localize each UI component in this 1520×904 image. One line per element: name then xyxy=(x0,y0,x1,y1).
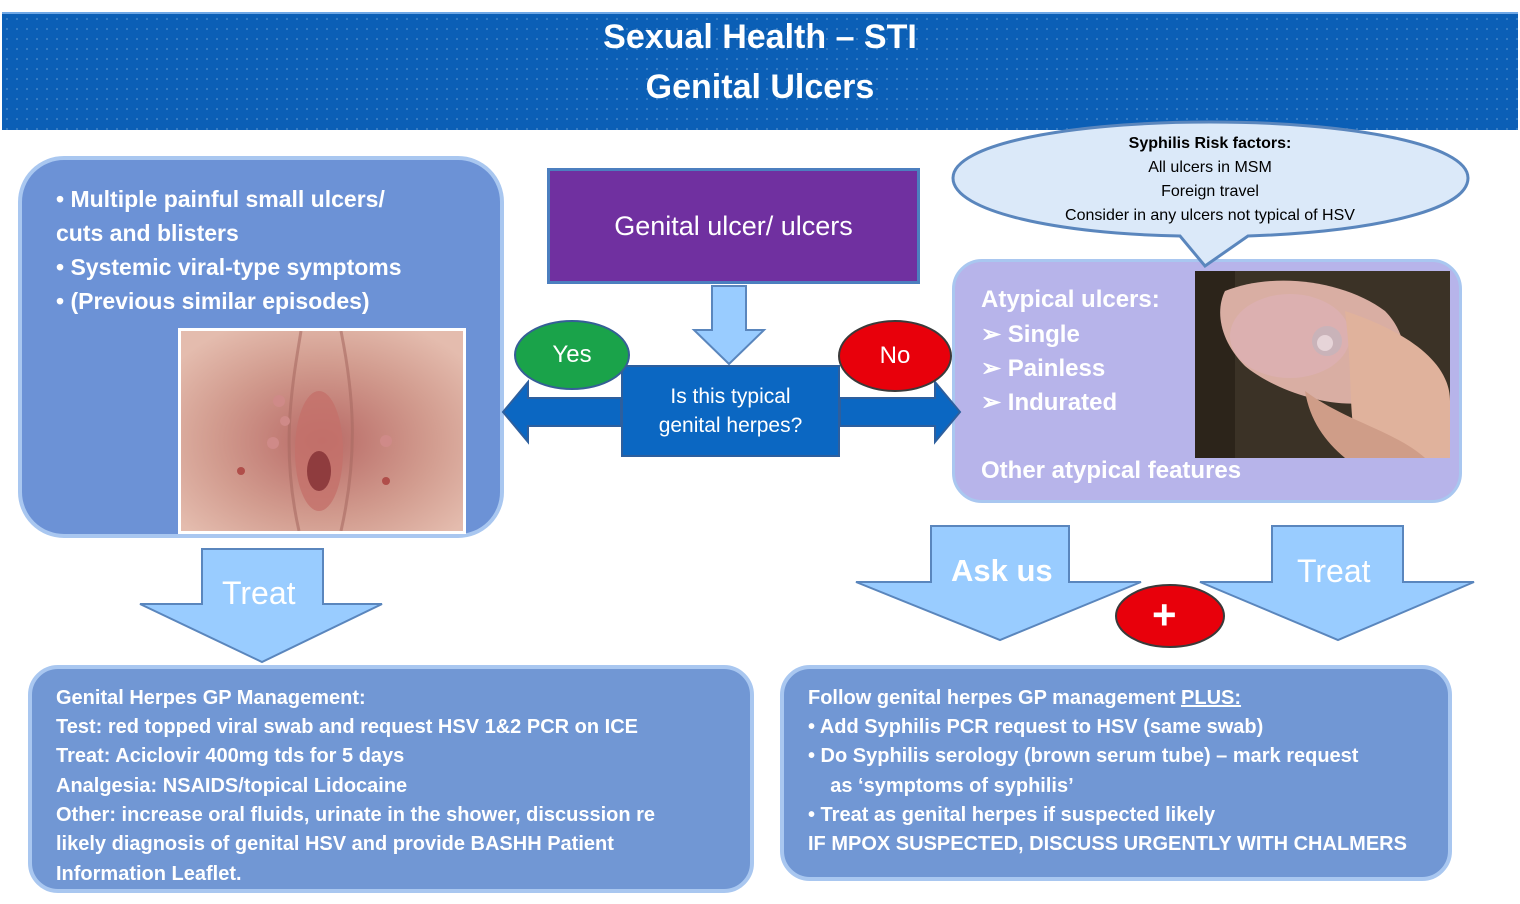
syphilis-management-box: Follow genital herpes GP management PLUS… xyxy=(780,665,1452,881)
risk-factors-title: Syphilis Risk factors: xyxy=(1128,135,1292,152)
treat-arrow-left xyxy=(139,548,383,664)
management-line: Analgesia: NSAIDS/topical Lidocaine xyxy=(56,775,408,797)
treat-arrow-right xyxy=(1199,525,1475,642)
chancre-clinical-photo xyxy=(1195,271,1450,458)
management-intro: Follow genital herpes GP management xyxy=(808,687,1182,709)
right-arrow-icon xyxy=(839,379,962,445)
management-line: • Treat as genital herpes if suspected l… xyxy=(808,804,1216,826)
ask-us-arrow xyxy=(855,525,1142,642)
left-arrow-icon xyxy=(501,379,622,445)
arrow-bullet-icon: ➢ xyxy=(981,321,1002,348)
treat-label-right: Treat xyxy=(1297,553,1371,589)
yes-oval: Yes xyxy=(514,320,630,390)
management-line: likely diagnosis of genital HSV and prov… xyxy=(56,833,614,855)
management-heading: Follow genital herpes GP management PLUS… xyxy=(808,687,1241,710)
symptom-item: • Multiple painful small ulcers/ xyxy=(56,186,385,212)
atypical-item: ➢ Single xyxy=(981,320,1080,349)
risk-factor-item: All ulcers in MSM xyxy=(1148,159,1272,176)
atypical-item-label: Painless xyxy=(1007,355,1106,382)
arrow-bullet-icon: ➢ xyxy=(981,389,1002,416)
management-line: Treat: Aciclovir 400mg tds for 5 days xyxy=(56,745,405,767)
no-oval: No xyxy=(838,320,952,392)
symptom-item: • Systemic viral-type symptoms xyxy=(56,254,402,280)
management-line: • Do Syphilis serology (brown serum tube… xyxy=(808,745,1359,767)
question-line: Is this typical xyxy=(670,385,791,408)
risk-factor-item: Foreign travel xyxy=(1161,183,1259,200)
question-line: genital herpes? xyxy=(658,414,803,437)
management-line: Information Leaflet. xyxy=(56,863,242,885)
herpes-management-box: Genital Herpes GP Management: Test: red … xyxy=(28,665,754,893)
atypical-item-label: Indurated xyxy=(1007,389,1118,416)
management-line: as ‘symptoms of syphilis’ xyxy=(808,775,1074,797)
management-heading: Genital Herpes GP Management: xyxy=(56,687,366,709)
management-line: • Add Syphilis PCR request to HSV (same … xyxy=(808,716,1264,738)
management-line: Test: red topped viral swab and request … xyxy=(56,716,638,738)
management-plus: PLUS: xyxy=(1181,687,1242,709)
risk-factor-item: Consider in any ulcers not typical of HS… xyxy=(1065,207,1355,224)
symptom-item: • (Previous similar episodes) xyxy=(56,288,370,314)
herpes-clinical-photo xyxy=(178,328,466,534)
symptom-item: cuts and blisters xyxy=(56,220,239,246)
atypical-heading: Atypical ulcers: xyxy=(981,286,1160,313)
title-line-2: Genital Ulcers xyxy=(645,68,875,106)
ask-us-label: Ask us xyxy=(951,553,1053,588)
plus-sign: + xyxy=(1152,591,1177,638)
atypical-item: ➢ Painless xyxy=(981,354,1105,383)
atypical-item-label: Single xyxy=(1007,321,1080,348)
start-genital-ulcer-box: Genital ulcer/ ulcers xyxy=(547,168,920,284)
management-line: Other: increase oral fluids, urinate in … xyxy=(56,804,656,826)
atypical-item: ➢ Indurated xyxy=(981,388,1117,417)
risk-factors-bubble xyxy=(951,120,1470,269)
title-line-1: Sexual Health – STI xyxy=(603,18,917,56)
question-box: Is this typical genital herpes? xyxy=(621,365,840,457)
plus-oval xyxy=(1115,584,1225,648)
risk-factors-text: Syphilis Risk factors: All ulcers in MSM… xyxy=(980,132,1440,232)
arrow-bullet-icon: ➢ xyxy=(981,355,1002,382)
title-banner: Sexual Health – STI Genital Ulcers xyxy=(2,12,1518,130)
mpox-warning: IF MPOX SUSPECTED, DISCUSS URGENTLY WITH… xyxy=(808,833,1407,855)
other-atypical-features: Other atypical features xyxy=(981,457,1242,484)
treat-label-left: Treat xyxy=(222,575,296,611)
down-arrow-icon xyxy=(691,285,767,366)
